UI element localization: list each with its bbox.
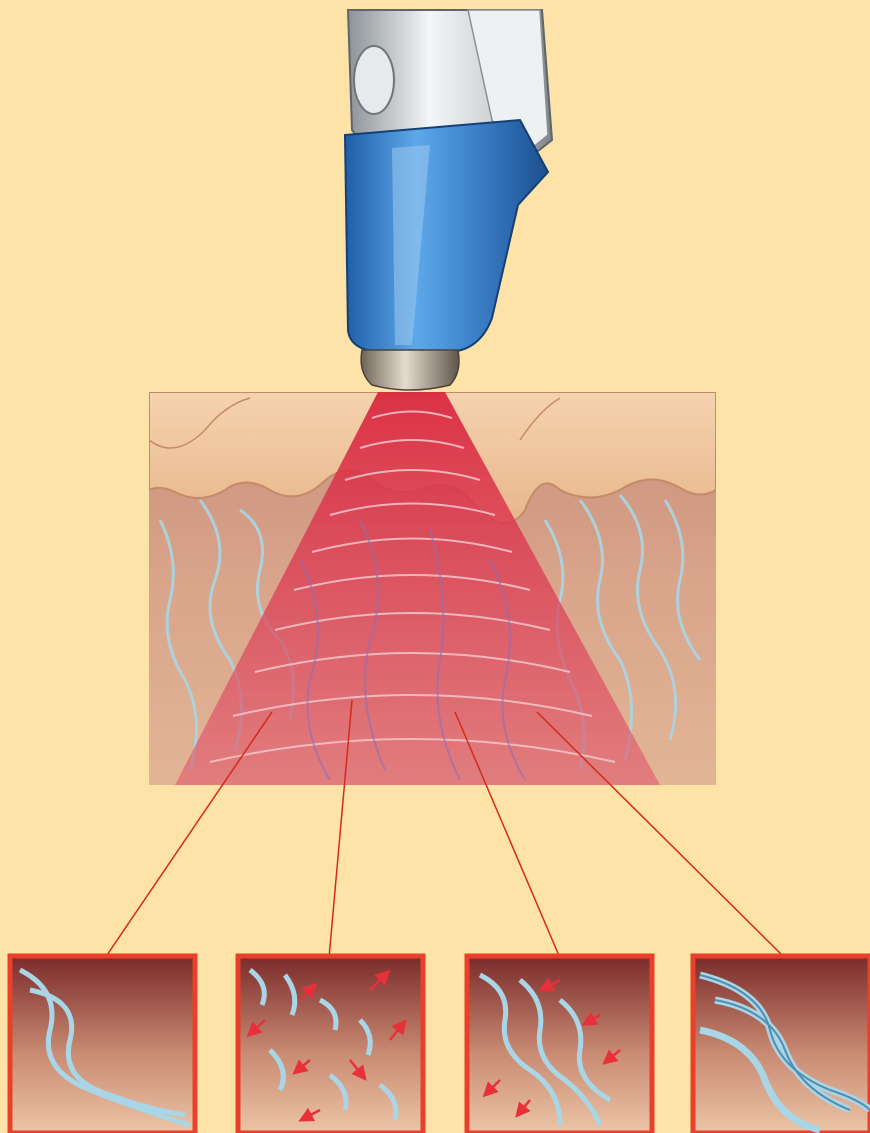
handpiece-tip	[361, 350, 459, 390]
handpiece-body	[345, 120, 548, 352]
tissue-cross-section	[149, 392, 716, 785]
panel-3	[467, 956, 652, 1133]
handpiece-button	[354, 46, 394, 114]
panel-4	[693, 956, 870, 1133]
panel-1	[10, 956, 195, 1133]
rf-handpiece-icon	[345, 10, 552, 390]
panel-2	[238, 956, 423, 1133]
